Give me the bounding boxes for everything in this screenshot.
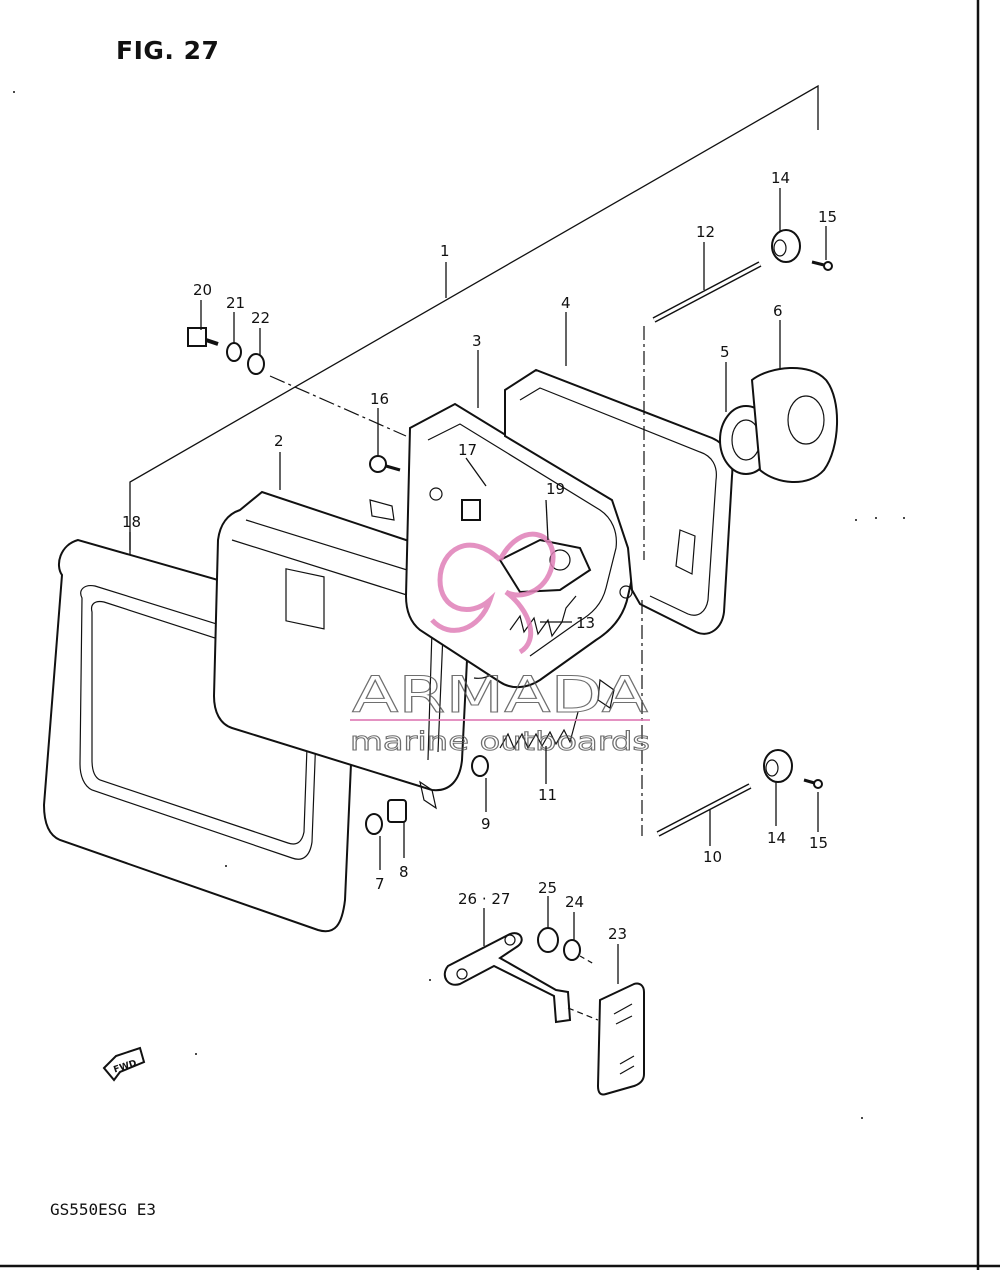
model-code: GS550ESG E3	[50, 1200, 156, 1219]
callout-14-lower: 14	[767, 829, 786, 847]
headlight-bulb	[498, 538, 592, 594]
reflector-bracket	[443, 932, 572, 1024]
callout-17: 17	[458, 441, 477, 459]
fwd-arrow-icon: FWD	[102, 1046, 146, 1082]
callout-6: 6	[773, 302, 783, 320]
callout-13: 13	[576, 614, 595, 632]
adjuster-nut-upper	[771, 229, 801, 263]
callout-7: 7	[375, 875, 385, 893]
assembly-bracket	[129, 84, 819, 560]
callout-14-upper: 14	[771, 169, 790, 187]
clip-17	[461, 499, 481, 521]
callout-24: 24	[565, 893, 584, 911]
washer-21	[226, 342, 242, 362]
callout-25: 25	[538, 879, 557, 897]
side-reflector	[596, 982, 645, 1096]
callout-5: 5	[720, 343, 730, 361]
callout-23: 23	[608, 925, 627, 943]
adjuster-screw-upper	[811, 260, 833, 271]
nut-25	[537, 927, 559, 953]
figure-title: FIG. 27	[116, 36, 220, 65]
bolt-20	[187, 327, 219, 347]
callout-15-upper: 15	[818, 208, 837, 226]
watermark-tagline: marine outboards	[350, 727, 650, 757]
callout-1: 1	[440, 242, 450, 260]
watermark-brand: ARMADA	[352, 666, 648, 724]
washer-7	[365, 813, 383, 835]
callout-4: 4	[561, 294, 571, 312]
callout-labels: 1 2 3 4 5 6 7 8 9 10 11 12 13 14 14 15 1…	[122, 169, 837, 943]
adjusting-screw-upper	[643, 261, 762, 560]
scan-specks	[13, 91, 905, 1119]
spring-upper	[509, 595, 577, 638]
callout-11: 11	[538, 786, 557, 804]
callout-19: 19	[546, 480, 565, 498]
callout-10: 10	[703, 848, 722, 866]
adjuster-nut-lower	[763, 749, 793, 783]
leader-lines	[129, 188, 827, 984]
adjuster-screw-lower	[803, 778, 823, 789]
callout-9: 9	[481, 815, 491, 833]
callout-21: 21	[226, 294, 245, 312]
screw-16	[369, 455, 401, 473]
spring-lower	[499, 711, 579, 750]
nut-8	[387, 799, 407, 823]
callout-8: 8	[399, 863, 409, 881]
callout-26-27: 26 · 27	[458, 890, 510, 908]
washer-9	[471, 755, 489, 777]
callout-15-lower: 15	[809, 834, 828, 852]
adjusting-screw-lower	[641, 600, 752, 837]
callout-20: 20	[193, 281, 212, 299]
watermark-logo: ARMADA marine outboards	[350, 531, 651, 758]
callout-12: 12	[696, 223, 715, 241]
washer-24	[563, 939, 581, 961]
callout-2: 2	[274, 432, 284, 450]
callout-16: 16	[370, 390, 389, 408]
washer-22	[247, 353, 265, 375]
callout-3: 3	[472, 332, 482, 350]
callout-18: 18	[122, 513, 141, 531]
bulb-cover	[750, 367, 839, 484]
callout-22: 22	[251, 309, 270, 327]
